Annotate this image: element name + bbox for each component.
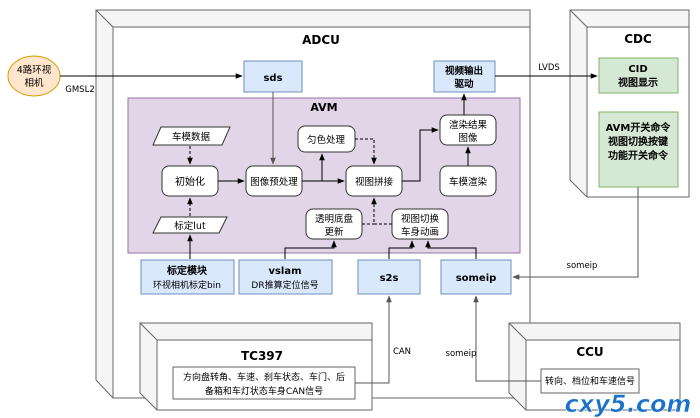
watermark: cxy5.com — [565, 390, 692, 418]
tc397-signal-line2: 备箱和车灯状态车身CAN信号 — [205, 385, 323, 397]
view-stitch-node: 视图拼接 — [345, 165, 403, 197]
view-stitch-label: 视图拼接 — [355, 176, 394, 188]
edge-s2s-anim — [388, 240, 415, 259]
cdc-title: CDC — [624, 32, 652, 46]
calib-module-line2: 环视相机标定bin — [153, 279, 221, 291]
command-node: AVM开关命令 视图切换按键 功能开关命令 — [598, 111, 679, 188]
adcu-title: ADCU — [302, 33, 340, 47]
edge-tc397-s2s — [355, 295, 392, 384]
ccu-title: CCU — [576, 345, 603, 359]
edge-vslam-chassis — [284, 240, 337, 259]
edge-someip-anim — [425, 240, 477, 259]
render-result-line2: 图像 — [458, 132, 478, 144]
calib-lut-label: 标定lut — [174, 220, 206, 232]
camera-label-line2: 相机 — [24, 77, 44, 89]
edge-ccu-someip — [473, 295, 541, 382]
tc397-container: TC397 方向盘转角、车速、刹车状态、车门、后 备箱和车灯状态车身CAN信号 — [139, 322, 373, 411]
car-model-data-node: 车模数据 — [152, 126, 231, 146]
render-result-line1: 渲染结果 — [449, 119, 488, 131]
image-pre-label: 图像预处理 — [250, 176, 298, 188]
edge-stitch-render — [402, 127, 439, 182]
sds-node: sds — [243, 60, 303, 93]
uniform-color-node: 匀色处理 — [297, 125, 356, 153]
video-out-line1: 视频输出 — [445, 65, 483, 77]
view-switch-anim-line1: 视图切换 — [401, 213, 440, 225]
edge-cmd-someip — [512, 187, 639, 280]
someip-label: someip — [456, 273, 497, 284]
sds-label: sds — [263, 73, 282, 84]
car-model-data-label: 车模数据 — [172, 131, 211, 143]
vslam-line2: DR推算定位信号 — [251, 279, 318, 291]
camera-label-line1: 4路环视 — [17, 64, 52, 76]
edge-label-can: CAN — [393, 347, 411, 357]
tc397-signal-line1: 方向盘转角、车速、刹车状态、车门、后 — [183, 371, 345, 383]
video-out-node: 视频输出 驱动 — [433, 60, 496, 93]
transparent-chassis-line1: 透明底盘 — [315, 213, 354, 225]
command-line3: 功能开关命令 — [608, 149, 669, 162]
edges — [60, 73, 639, 384]
render-result-node: 渲染结果 图像 — [439, 114, 497, 146]
command-line1: AVM开关命令 — [606, 121, 672, 134]
uniform-color-label: 匀色处理 — [307, 134, 346, 146]
edge-label-someip-cdc: someip — [567, 261, 598, 271]
init-node: 初始化 — [161, 165, 219, 197]
tc397-title: TC397 — [241, 349, 283, 363]
transparent-chassis-node: 透明底盘 更新 — [305, 208, 363, 240]
edge-label-gmsl2: GMSL2 — [65, 85, 94, 95]
cid-line1: CID — [628, 64, 647, 75]
avm-title: AVM — [310, 101, 337, 114]
ccu-signal: 转向、档位和车速信号 — [545, 375, 635, 387]
video-out-line2: 驱动 — [454, 79, 474, 90]
image-pre-node: 图像预处理 — [245, 165, 303, 197]
edge-label-someip-ccu: someip — [446, 349, 477, 359]
transparent-chassis-line2: 更新 — [324, 226, 344, 238]
calib-module-node: 标定模块 环视相机标定bin — [140, 259, 235, 295]
s2s-label: s2s — [380, 273, 399, 284]
car-render-node: 车模渲染 — [439, 165, 497, 197]
view-switch-anim-line2: 车身动画 — [401, 226, 439, 238]
someip-node: someip — [440, 259, 512, 295]
command-line2: 视图切换按键 — [608, 135, 669, 148]
view-switch-anim-node: 视图切换 车身动画 — [391, 208, 449, 240]
s2s-node: s2s — [357, 259, 421, 295]
calib-lut-node: 标定lut — [152, 216, 228, 234]
cid-line2: 视图显示 — [618, 76, 658, 89]
edge-label-lvds: LVDS — [538, 63, 560, 73]
calib-module-line1: 标定模块 — [166, 264, 208, 277]
edge-uniform-stitch — [355, 138, 377, 165]
init-label: 初始化 — [175, 175, 205, 188]
ccu-container: CCU 转向、档位和车速信号 — [508, 322, 681, 411]
car-render-label: 车模渲染 — [449, 176, 488, 188]
camera-node: 4路环视 相机 — [7, 55, 61, 97]
cid-node: CID 视图显示 — [598, 57, 679, 94]
vslam-line1: vslam — [268, 266, 301, 277]
vslam-node: vslam DR推算定位信号 — [238, 259, 333, 295]
